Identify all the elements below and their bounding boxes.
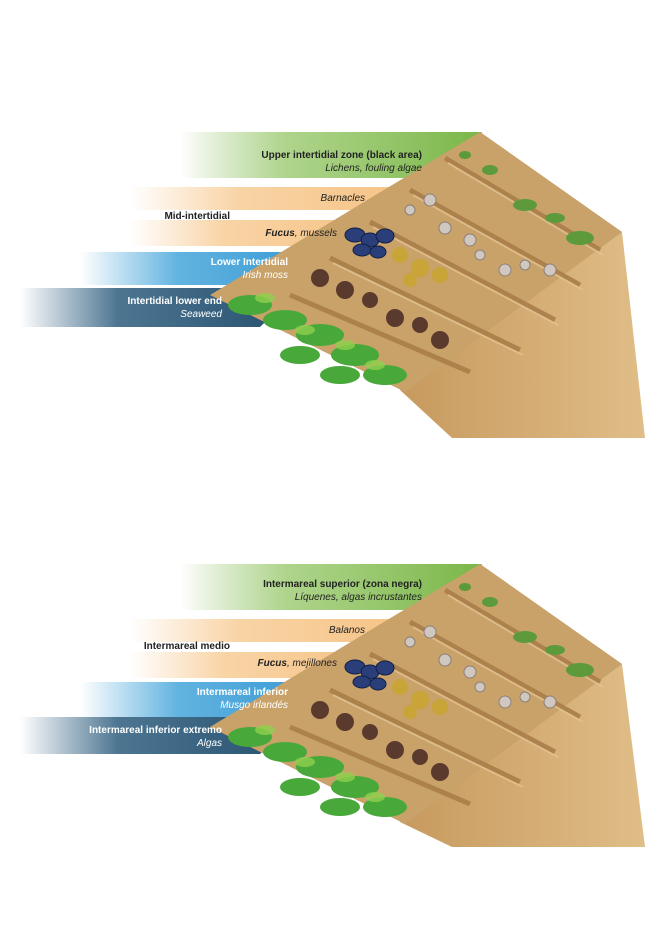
lower-zone-subtitle: Musgo irlandés [100, 699, 288, 712]
mid-intertidial-title: Mid-intertidial [130, 210, 230, 223]
upper-zone-title: Upper intertidial zone (black area) [200, 149, 422, 162]
lowest-zone-title: Intertidial lower end [40, 295, 222, 308]
mid-intertidial-label: Mid-intertidial [130, 210, 230, 223]
barnacles-text: Barnacles [200, 192, 365, 205]
lower-zone-title: Intermareal inferior [100, 686, 288, 699]
upper-zone-label: Intermareal superior (zona negra) Líquen… [200, 578, 422, 604]
upper-zone-subtitle: Líquenes, algas incrustantes [200, 591, 422, 604]
fucus-bold-text: Fucus [258, 658, 287, 669]
fucus-bold-text: Fucus [265, 228, 294, 239]
fucus-rest-text: , mejillones [287, 658, 337, 669]
upper-zone-label: Upper intertidial zone (black area) Lich… [200, 149, 422, 175]
lower-zone-subtitle: Irish moss [100, 269, 288, 282]
mid-intertidial-label: Intermareal medio [130, 640, 230, 653]
fucus-label: Fucus, mussels [200, 227, 337, 240]
slope-illustration [0, 0, 672, 440]
upper-zone-subtitle: Lichens, fouling algae [200, 162, 422, 175]
intertidial-diagram-english: Upper intertidial zone (black area) Lich… [0, 0, 672, 440]
upper-zone-title: Intermareal superior (zona negra) [200, 578, 422, 591]
mid-intertidial-title: Intermareal medio [130, 640, 230, 653]
lowest-zone-subtitle: Algas [40, 737, 222, 750]
lower-zone-label: Lower Intertidial Irish moss [100, 256, 288, 282]
lowest-zone-title: Intermareal inferior extremo [40, 724, 222, 737]
lowest-zone-label: Intermareal inferior extremo Algas [40, 724, 222, 750]
fucus-label: Fucus, mejillones [200, 657, 337, 670]
barnacles-text: Balanos [200, 624, 365, 637]
lower-zone-label: Intermareal inferior Musgo irlandés [100, 686, 288, 712]
slope-illustration [0, 432, 672, 872]
barnacles-label: Balanos [200, 624, 365, 637]
barnacles-label: Barnacles [200, 192, 365, 205]
lowest-zone-label: Intertidial lower end Seaweed [40, 295, 222, 321]
fucus-rest-text: , mussels [295, 228, 337, 239]
lower-zone-title: Lower Intertidial [100, 256, 288, 269]
lowest-zone-subtitle: Seaweed [40, 308, 222, 321]
intertidial-diagram-spanish: Intermareal superior (zona negra) Líquen… [0, 432, 672, 872]
